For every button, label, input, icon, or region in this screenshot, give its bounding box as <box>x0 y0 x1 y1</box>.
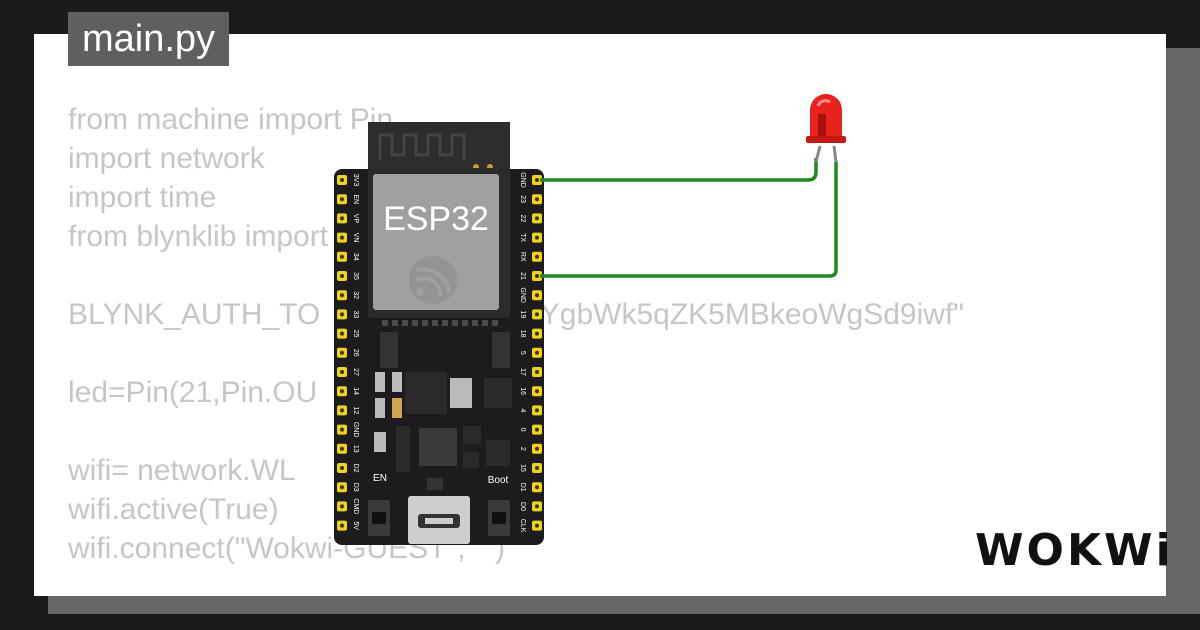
right-pin-label: CLK <box>519 519 526 533</box>
right-pin-label: GND <box>519 172 526 188</box>
right-pin-label: 5 <box>519 351 526 355</box>
preview-card <box>34 34 1166 596</box>
svg-text:EN: EN <box>373 473 387 484</box>
right-pin-label: 2 <box>519 447 526 451</box>
right-pin-label: D1 <box>519 483 526 492</box>
left-pin-label: EN <box>352 194 359 204</box>
gnd-wire[interactable] <box>540 158 818 182</box>
left-pin-label: 27 <box>352 368 359 376</box>
antenna-trace <box>378 133 466 160</box>
en-button[interactable] <box>368 500 390 536</box>
left-pin-label: D3 <box>352 483 359 492</box>
right-pin-label: RX <box>519 252 526 262</box>
right-pin-label: 21 <box>519 272 526 280</box>
right-pin-label: 23 <box>519 195 526 203</box>
right-pin-label: 18 <box>519 330 526 338</box>
left-pin-label: GND <box>352 422 359 438</box>
left-pin-label: 12 <box>352 407 359 415</box>
code-line: led=Pin(21,Pin.OU <box>68 376 318 409</box>
right-pin-label: TX <box>519 233 526 242</box>
boot-button[interactable] <box>488 500 510 536</box>
left-pin-label: CMD <box>352 498 359 514</box>
left-pin-label: 33 <box>352 311 359 319</box>
right-pin-label: GND <box>519 287 526 303</box>
regulator <box>405 372 447 414</box>
wokwi-logo: WOKWi <box>975 525 1174 576</box>
left-pin-label: 13 <box>352 445 359 453</box>
module-pads <box>382 320 498 326</box>
left-pin-label: 34 <box>352 253 359 261</box>
esp32-board[interactable]: ESP32 EN Boot <box>334 122 544 545</box>
code-line: from blynklib import <box>68 220 329 253</box>
right-pin-label: 16 <box>519 387 526 395</box>
right-pin-label: 17 <box>519 368 526 376</box>
right-pin-label: 19 <box>519 311 526 319</box>
left-pin-label: 32 <box>352 291 359 299</box>
code-line: import network <box>68 142 265 175</box>
left-pin-label: 5V <box>352 521 359 530</box>
left-pin-label: VP <box>352 214 359 224</box>
module-can <box>373 174 499 310</box>
usb-uart-chip <box>419 428 457 466</box>
code-line: BLYNK_AUTH_TO TcZwYgbWk5qZK5MBkeoWgSd9iw… <box>68 298 964 331</box>
right-pin-label: 0 <box>519 428 526 432</box>
right-pin-label: 15 <box>519 464 526 472</box>
right-pin-label: 4 <box>519 408 526 412</box>
gpio21-wire[interactable] <box>540 162 838 278</box>
left-pin-label: D2 <box>352 464 359 473</box>
right-pin-label: D0 <box>519 502 526 511</box>
left-pin-label: VN <box>352 233 359 243</box>
right-pin-label: 22 <box>519 215 526 223</box>
code-line: wifi.active(True) <box>68 493 279 526</box>
board-label: ESP32 <box>383 200 489 238</box>
svg-text:Boot: Boot <box>488 475 509 486</box>
left-pin-label: 3V3 <box>352 174 359 187</box>
filename-tab[interactable]: main.py <box>68 12 230 66</box>
left-pin-label: 35 <box>352 272 359 280</box>
left-pin-label: 26 <box>352 349 359 357</box>
code-line: import time <box>68 181 217 214</box>
red-led[interactable] <box>806 94 846 163</box>
left-pin-label: 25 <box>352 330 359 338</box>
espressif-logo-icon <box>409 256 457 304</box>
micro-usb-port <box>408 496 470 544</box>
left-pin-label: 14 <box>352 387 359 395</box>
